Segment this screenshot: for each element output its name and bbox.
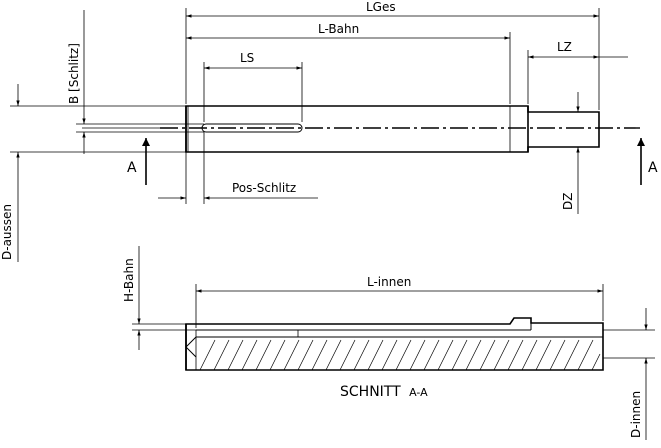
- shaft-outline: [185, 105, 600, 153]
- section-title: SCHNITT A-A: [340, 384, 428, 400]
- section-outline: [185, 317, 604, 371]
- label-pos-schlitz: Pos-Schlitz: [232, 181, 296, 195]
- label-lz: LZ: [557, 40, 572, 54]
- top-view: A A LGes L-Bahn LS LZ B [Schlitz]: [0, 0, 658, 262]
- label-l-bahn: L-Bahn: [318, 22, 359, 36]
- slot-outline: [201, 123, 303, 133]
- section-subtitle: A-A: [409, 386, 428, 399]
- label-d-aussen: D-aussen: [0, 204, 14, 260]
- label-d-innen: D-innen: [629, 391, 643, 438]
- section-marker-left: A: [127, 160, 137, 176]
- label-l-innen: L-innen: [367, 275, 411, 289]
- label-ls: LS: [240, 51, 254, 65]
- label-b-schlitz: B [Schlitz]: [67, 43, 81, 104]
- label-dz: DZ: [561, 193, 575, 210]
- label-lges: LGes: [366, 0, 396, 14]
- section-hatching: [199, 339, 601, 371]
- label-h-bahn: H-Bahn: [122, 258, 136, 302]
- section-view: L-innen H-Bahn D-innen SCHNITT A-A: [122, 246, 655, 440]
- section-marker-right: A: [648, 160, 658, 176]
